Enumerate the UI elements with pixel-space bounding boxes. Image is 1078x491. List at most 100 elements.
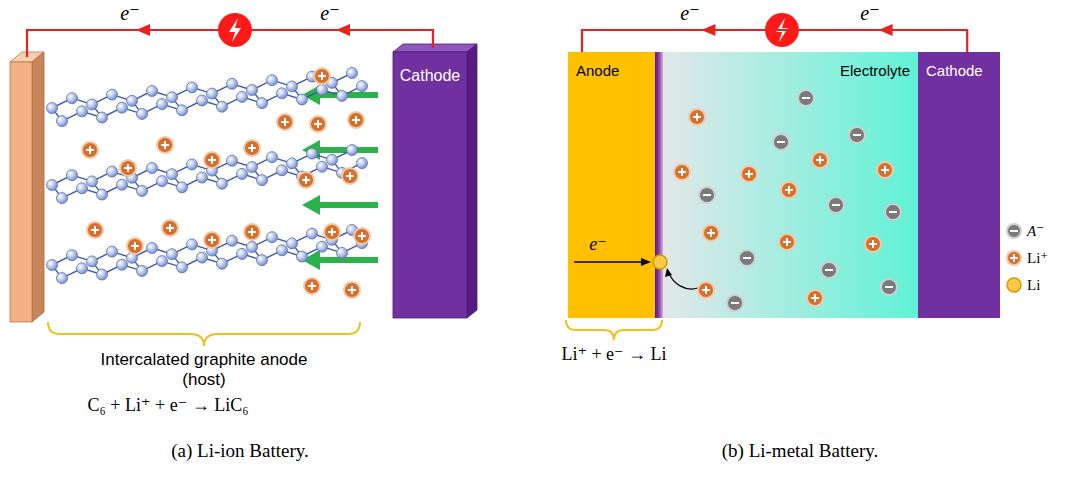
plus-sign: [705, 286, 707, 294]
carbon-atom: [197, 95, 208, 106]
carbon-atom: [317, 241, 328, 252]
ion-body: [120, 160, 136, 176]
anion: [699, 187, 715, 203]
electron-label: e⁻: [589, 234, 607, 256]
reaction-equation: C₆ + Li⁺ + e⁻ → LiC₆: [88, 395, 249, 417]
electron-label: e⁻: [320, 1, 339, 25]
carbon-atom: [167, 169, 178, 180]
carbon-atom: [227, 78, 238, 89]
carbon-atom: [257, 175, 268, 186]
carbon-atom: [347, 145, 358, 156]
cathode-side: [467, 44, 477, 318]
carbon-atom: [287, 81, 298, 92]
carbon-atom: [157, 256, 168, 267]
lithium-ion: [877, 162, 893, 178]
connectors: [582, 24, 967, 52]
ion-body: [157, 137, 173, 153]
ion-body: [204, 152, 220, 168]
carbon-atom: [107, 89, 118, 100]
plus-sign: [819, 156, 821, 164]
lithium-ion: [812, 152, 828, 168]
minus-sign: [731, 302, 739, 304]
carbon-atom: [317, 161, 328, 172]
anion: [773, 134, 789, 150]
wire-arrowhead: [336, 24, 350, 36]
minus-sign: [743, 257, 751, 259]
minus-sign: [832, 204, 840, 206]
carbon-atom: [47, 180, 58, 191]
ion-body: [310, 116, 326, 132]
external-wire: [582, 24, 967, 52]
anion: [798, 90, 814, 106]
load-symbol: [218, 13, 252, 47]
ion-body: [304, 278, 320, 294]
lithium-ion: [807, 290, 823, 306]
carbon-atom: [247, 162, 258, 173]
minus-sign: [703, 194, 711, 196]
ion-body: [865, 236, 881, 252]
electron-label: e⁻: [120, 1, 139, 25]
ion-body: [812, 152, 828, 168]
lithium-ion: [781, 182, 797, 198]
carbon-atom: [237, 168, 248, 179]
carbon-atom: [67, 93, 78, 104]
plus-sign: [311, 282, 313, 290]
lithium-ion: [342, 168, 358, 184]
plus-sign: [284, 118, 286, 126]
carbon-atom: [347, 68, 358, 79]
lithium-ion: [120, 160, 136, 176]
lithium-ion: [310, 116, 326, 132]
ion-body: [277, 114, 293, 130]
generated-illustration: [47, 68, 902, 312]
carbon-atom: [247, 85, 258, 96]
plus-sign: [1013, 254, 1015, 262]
carbon-atom: [67, 170, 78, 181]
region-label: Cathode: [397, 66, 463, 85]
plus-sign: [786, 238, 788, 246]
carbon-atom: [357, 158, 368, 169]
region-label: Anode: [576, 62, 647, 80]
ion-body: [344, 282, 360, 298]
carbon-atom: [117, 179, 128, 190]
carbon-atom: [307, 148, 318, 159]
carbon-atom: [157, 176, 168, 187]
plus-sign: [788, 186, 790, 194]
legend-text: Li⁺: [1027, 249, 1048, 267]
carbon-atom: [257, 98, 268, 109]
carbon-atom: [107, 166, 118, 177]
ion-body: [773, 134, 789, 150]
lithium-ion: [244, 224, 260, 240]
plus-sign: [164, 141, 166, 149]
ion-body: [354, 228, 370, 244]
carbon-atom: [287, 238, 298, 249]
ion-body: [314, 68, 330, 84]
lithium-ion: [162, 220, 178, 236]
ion-body: [828, 197, 844, 213]
ion-body: [342, 168, 358, 184]
carbon-atom: [197, 172, 208, 183]
ion-body: [162, 220, 178, 236]
carbon-atom: [47, 103, 58, 114]
ion-body: [881, 279, 897, 295]
ion-body: [877, 162, 893, 178]
lithium-ion: [127, 238, 143, 254]
carbon-atom: [147, 243, 158, 254]
carbon-atom: [177, 182, 188, 193]
carbon-atom: [237, 91, 248, 102]
ion-body: [127, 238, 143, 254]
lithium-ion: [698, 282, 714, 298]
ion-body: [698, 282, 714, 298]
ion-body: [674, 164, 690, 180]
carbon-atom: [217, 101, 228, 112]
carbon-atom: [87, 176, 98, 187]
region-label: Cathode: [926, 62, 992, 80]
plus-sign: [321, 72, 323, 80]
plus-sign: [251, 228, 253, 236]
ion-body: [798, 90, 814, 106]
carbon-atom: [77, 183, 88, 194]
lithium-ion: [348, 112, 364, 128]
plus-sign: [696, 113, 698, 121]
carbon-atom: [137, 185, 148, 196]
anion-sample: [1007, 224, 1021, 238]
